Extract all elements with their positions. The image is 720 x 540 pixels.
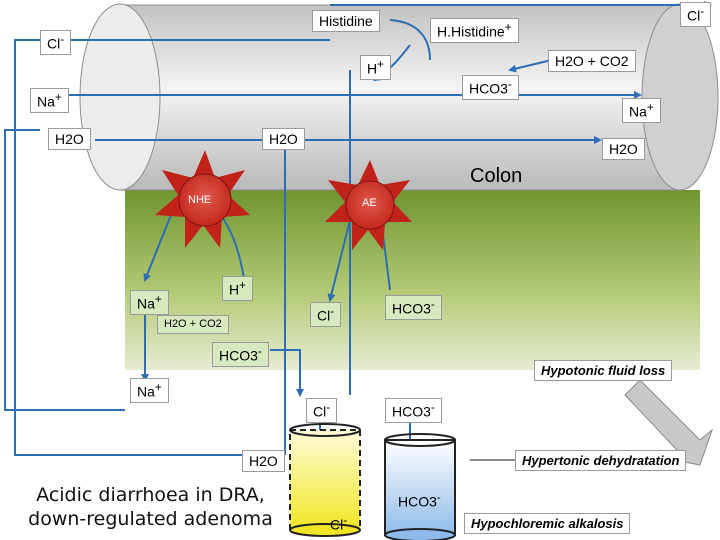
- caption-line-1: Acidic diarrhoea in DRA,: [36, 484, 265, 506]
- h2o-blood-label: H2O: [242, 450, 285, 472]
- histidine-label: Histidine: [312, 10, 380, 32]
- na-blood-label: Na+: [130, 378, 169, 403]
- hco3-cell-low-label: HCO3-: [212, 342, 269, 367]
- left-loop-line: [4, 129, 125, 411]
- transport-arrows: [4, 1, 712, 457]
- cl-beaker-label: Cl-: [330, 514, 348, 533]
- h-plus-cell-label: H+: [222, 276, 253, 301]
- cl-top-left-label: Cl-: [40, 30, 72, 55]
- hco3-blood-label: HCO3-: [385, 398, 442, 423]
- ae-transporter: [325, 160, 412, 250]
- cl-cell-label: Cl-: [310, 302, 342, 327]
- h2o-co2-cell-label: H2O + CO2: [157, 315, 229, 334]
- hco3-beaker-label: HCO3-: [398, 491, 441, 510]
- hco3-cell-line: [270, 349, 304, 397]
- colon-label: Colon: [470, 165, 523, 187]
- nhe-transporter: [155, 150, 250, 248]
- na-cell-label: Na+: [130, 290, 169, 315]
- h2o-left-label: H2O: [48, 128, 91, 150]
- chloride-beaker: [289, 423, 361, 537]
- na-left-label: Na+: [30, 88, 69, 113]
- diagram-caption: Acidic diarrhoea in DRA, down-regulated …: [8, 483, 293, 531]
- cl-blood-label: Cl-: [306, 398, 338, 423]
- hypochloremic-label: Hypochloremic alkalosis: [464, 513, 631, 534]
- hco3-cell-label: HCO3-: [385, 295, 442, 320]
- histidine-arrow: [389, 19, 431, 61]
- h2o-right-label: H2O: [602, 138, 645, 160]
- cl-top-right-label: Cl-: [680, 2, 712, 27]
- hypertonic-label: Hypertonic dehydratation: [515, 450, 687, 471]
- nhe-label: NHE: [188, 194, 212, 206]
- h2o-mid-label: H2O: [262, 128, 305, 150]
- h-histidine-label: H.Histidine+: [430, 18, 519, 43]
- nhe-arrow: [143, 204, 176, 282]
- bicarbonate-beaker: [384, 433, 456, 540]
- caption-line-2: down-regulated adenoma: [28, 508, 273, 530]
- h-plus-top-label: H+: [360, 55, 391, 80]
- colon-tube: [79, 3, 719, 191]
- hco3-top-label: HCO3-: [462, 75, 519, 100]
- hypotonic-label: Hypotonic fluid loss: [534, 360, 673, 381]
- cl-absorption-arrow: [14, 39, 330, 456]
- ae-label: AE: [362, 197, 377, 209]
- na-right-label: Na+: [622, 98, 661, 123]
- h2o-co2-top-label: H2O + CO2: [548, 50, 636, 72]
